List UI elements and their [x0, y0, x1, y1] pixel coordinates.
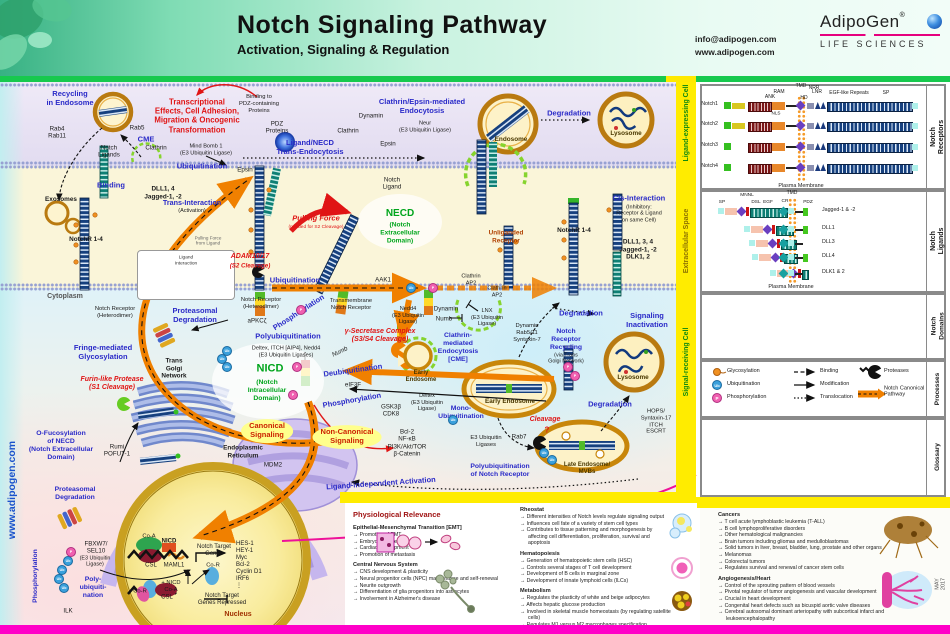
physio-col-rheostat: Rheostat→ Different intensities of Notch… — [520, 503, 672, 628]
section-item: → Embryonal development — [353, 538, 416, 545]
section-item: → Promotion of metastasis — [353, 551, 416, 558]
panel-notch-ligands — [700, 190, 946, 293]
section-item: → Regulates the plasticity of white and … — [520, 595, 650, 602]
section-item: → B cell lymphoproliferative disorders — [718, 525, 806, 532]
svg-text:Ub: Ub — [714, 383, 720, 388]
contact-email: info@adipogen.com — [695, 34, 777, 44]
section-heading: Rheostat — [520, 507, 544, 513]
section-heading: Hematopoiesis — [520, 550, 560, 557]
physio-title: Physiological Relevance — [353, 510, 441, 519]
section-heading: Metabolism — [520, 588, 551, 595]
adipogen-logo: AdipoGen® LIFE SCIENCES — [820, 12, 942, 49]
panel-rail — [926, 420, 944, 495]
top-cell-upper-membrane — [0, 83, 676, 87]
left-edge-strip — [0, 82, 24, 634]
section-item: → T cell acute lymphoblastic leukemia (T… — [718, 519, 825, 525]
stem-cell-bubbles-icon — [669, 513, 692, 539]
yellow-band-right — [676, 497, 950, 508]
section-item: → Cerebral autosomal dominant arteriopat… — [718, 609, 885, 622]
section-item: → Neural progenitor cells (NPC) maintena… — [353, 575, 499, 582]
section-item: → Solid tumors in liver, breast, bladder… — [718, 545, 882, 552]
panel-rail — [926, 192, 944, 291]
logo-name: AdipoGen — [820, 12, 900, 31]
tumor-icon — [879, 516, 939, 559]
logo-reg-mark: ® — [899, 12, 905, 19]
disease-panel: Cancers→ T cell acute lymphoblastic leuk… — [700, 508, 950, 625]
processes-legend-icons: Ub P — [712, 365, 886, 403]
section-item: → Generation of hematopoietic stem cells… — [520, 557, 633, 564]
panel-rail — [926, 295, 944, 358]
section-item: → CNS development & plasticity — [353, 569, 428, 576]
section-item: → Other hematological malignancies — [718, 532, 803, 539]
adipocyte-icon — [672, 591, 692, 611]
section-item: → Involved in skeletal muscle homeostasi… — [520, 608, 671, 622]
panel-processes: Ub P — [700, 360, 946, 418]
section-item: → Pivotal regulator of tumor angiogenesi… — [718, 589, 877, 596]
section-item: → Development of B cells in marginal zon… — [520, 571, 620, 578]
section-item: → Different intensities of Notch levels … — [520, 514, 665, 520]
section-item: → Promotion of EMT — [353, 532, 402, 538]
section-item: → Regulates survival and renewal of canc… — [718, 565, 844, 572]
section-item: → Involvement in Alzheimer's disease — [353, 595, 441, 602]
panel-notch-receptors — [700, 84, 946, 190]
section-heading: Central Nervous System — [353, 562, 418, 569]
section-item: → Contributes to tissue patterning and m… — [520, 527, 653, 547]
green-cell-decoration — [0, 0, 72, 70]
physiological-relevance-panel: Physiological Relevance Epithelial-Mesen… — [345, 503, 697, 628]
section-item: → Influences cell fate of a variety of s… — [520, 520, 638, 527]
contact-website: www.adipogen.com — [695, 46, 775, 57]
green-divider-bar — [0, 76, 950, 82]
section-item: → Cardiac development — [353, 545, 409, 552]
blood-cell-icon — [671, 557, 693, 579]
yellow-band-left — [340, 492, 676, 503]
panel-notch-domains — [700, 293, 946, 360]
panel-glossary — [700, 418, 946, 497]
physio-col-emt-cns: Epithelial-Mesenchymal Transition [EMT]→… — [353, 521, 511, 602]
panel-rail — [926, 362, 944, 416]
page-subtitle: Activation, Signaling & Regulation — [237, 42, 450, 58]
ligand-cell-membrane — [0, 161, 676, 169]
ligand-tmd-band — [788, 198, 798, 284]
extracellular-background — [0, 166, 676, 288]
ligand-interaction-inset — [137, 250, 235, 300]
section-item: → Congenital heart defects such as bicus… — [718, 602, 871, 609]
title-block: Notch Signaling Pathway Activation, Sign… — [237, 10, 547, 57]
section-item: → Neurite outgrowth — [353, 582, 401, 589]
section-item: → Brain tumors including gliomas and med… — [718, 538, 849, 545]
yellow-bar-segment — [666, 76, 696, 82]
logo-tagline: LIFE SCIENCES — [820, 39, 927, 49]
section-item: → Differentiation of glia progenitors in… — [353, 589, 470, 596]
section-heading: Epithelial-Mesenchymal Transition [EMT] — [353, 525, 462, 531]
section-item: → Crucial in heart development — [718, 595, 791, 602]
logo-sphere-icon — [927, 14, 942, 29]
section-item: → Control of the sprouting pattern of bl… — [718, 582, 835, 589]
logo-underline — [820, 34, 940, 36]
blood-vessel-icon — [882, 571, 932, 609]
section-heading: Cancers — [718, 512, 741, 518]
section-heading: Angiogenesis/Heart — [718, 575, 771, 582]
disease-col: Cancers→ T cell acute lymphoblastic leuk… — [718, 508, 886, 622]
section-item: → Colorectal tumors — [718, 558, 766, 565]
page-title: Notch Signaling Pathway — [237, 11, 548, 39]
cell-zone-strip — [676, 82, 696, 497]
section-item: → Controls several stages of T cell deve… — [520, 564, 632, 571]
section-item: → Affects hepatic glucose production — [520, 601, 606, 608]
header: Notch Signaling Pathway Activation, Sign… — [0, 0, 950, 76]
section-item: → Development of innate lymphoid cells (… — [520, 577, 629, 584]
receptor-tmd-band — [797, 96, 807, 182]
svg-text:P: P — [715, 396, 718, 401]
section-item: → Melanomas — [718, 551, 752, 558]
panel-rail — [926, 86, 944, 188]
contact-info: info@adipogen.com www.adipogen.com — [695, 33, 776, 59]
section-item: → Regulates M1 versus M2 macrophages spe… — [520, 622, 672, 629]
magenta-footer-bar — [0, 625, 950, 634]
